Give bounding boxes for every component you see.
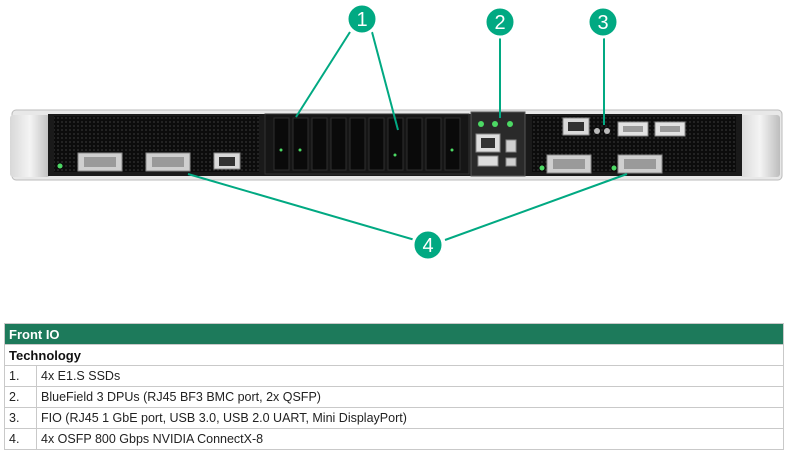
left-bay — [54, 116, 259, 172]
mini-displayport[interactable] — [505, 139, 517, 153]
status-led — [507, 121, 513, 127]
svg-text:4: 4 — [422, 235, 433, 257]
table-title: Front IO — [4, 323, 784, 345]
table-header-row: Front IO — [4, 323, 784, 345]
left-rack-ear — [10, 115, 50, 177]
right-bay — [532, 116, 736, 174]
table-subheader: Technology — [4, 344, 784, 366]
row-number: 3. — [4, 407, 37, 429]
table-row: 2. BlueField 3 DPUs (RJ45 BF3 BMC port, … — [4, 386, 784, 408]
row-text: 4x E1.S SSDs — [36, 365, 784, 387]
table-row: 3. FIO (RJ45 1 GbE port, USB 3.0, USB 2.… — [4, 407, 784, 429]
right-rack-ear — [740, 115, 780, 177]
callout-2: 2 — [483, 5, 517, 39]
svg-text:3: 3 — [597, 12, 608, 34]
callout-4: 4 — [411, 228, 445, 262]
table-row: 4. 4x OSFP 800 Gbps NVIDIA ConnectX-8 — [4, 428, 784, 450]
e1s-ssd-slot[interactable] — [273, 117, 461, 171]
status-led — [478, 121, 484, 127]
status-led — [492, 121, 498, 127]
row-text: 4x OSFP 800 Gbps NVIDIA ConnectX-8 — [36, 428, 784, 450]
row-number: 2. — [4, 386, 37, 408]
status-led — [539, 165, 545, 171]
callout-3: 3 — [586, 5, 620, 39]
server-front-diagram: 1 2 3 4 — [10, 2, 783, 262]
row-number: 1. — [4, 365, 37, 387]
fio-module — [470, 111, 526, 177]
usb-uart-port[interactable] — [505, 157, 517, 167]
status-led — [57, 163, 63, 169]
status-led — [611, 165, 617, 171]
ssd-bay — [264, 113, 470, 175]
table-subheader-row: Technology — [4, 344, 784, 366]
row-number: 4. — [4, 428, 37, 450]
callout-leaders — [187, 31, 628, 241]
usb-port[interactable] — [477, 155, 499, 167]
table-row: 1. 4x E1.S SSDs — [4, 365, 784, 387]
callout-1: 1 — [345, 2, 379, 36]
svg-text:2: 2 — [494, 12, 505, 34]
front-io-table: Front IO Technology 1. 4x E1.S SSDs 2. B… — [4, 323, 784, 450]
row-text: FIO (RJ45 1 GbE port, USB 3.0, USB 2.0 U… — [36, 407, 784, 429]
row-text: BlueField 3 DPUs (RJ45 BF3 BMC port, 2x … — [36, 386, 784, 408]
svg-text:1: 1 — [356, 9, 367, 31]
